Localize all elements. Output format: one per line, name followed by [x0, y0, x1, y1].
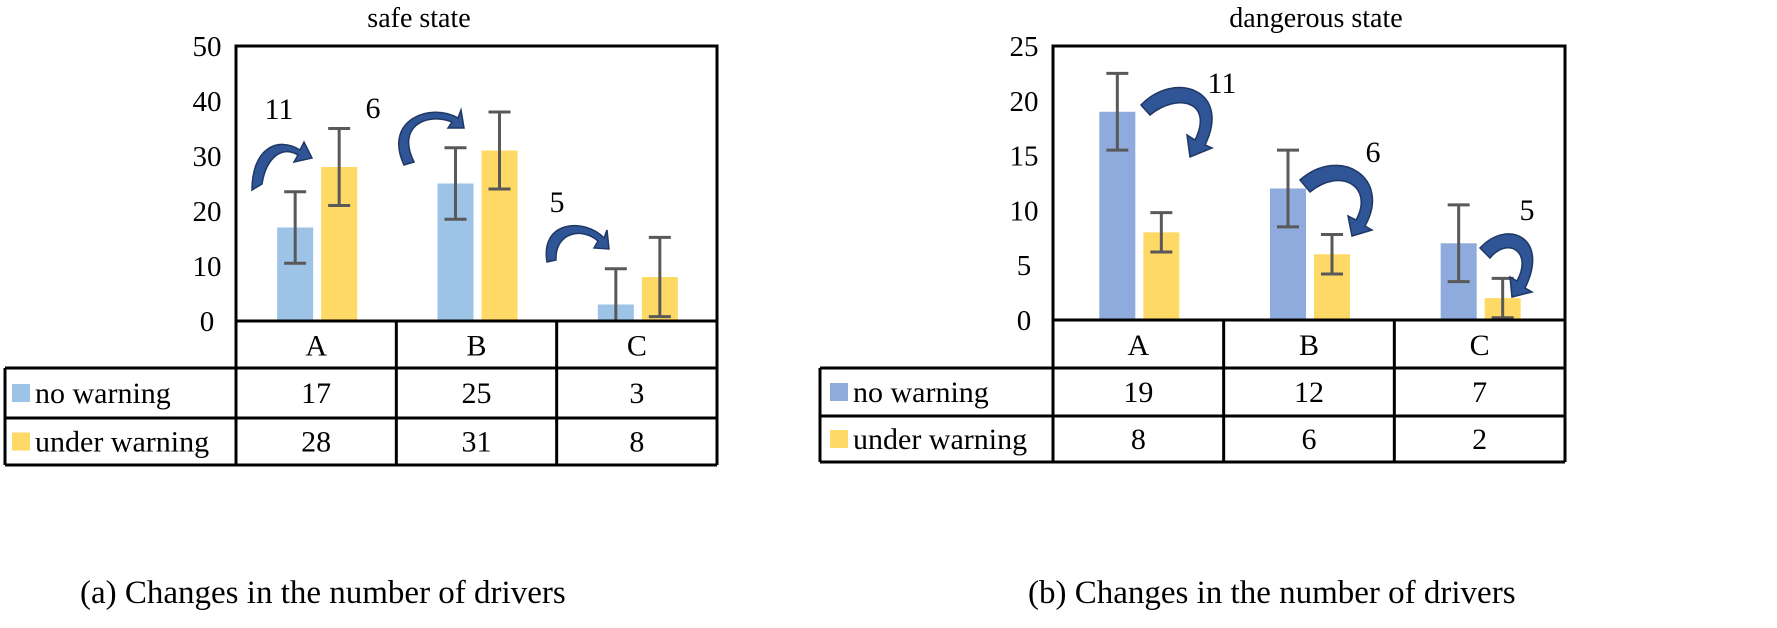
data-table-a: [3, 321, 719, 467]
chart-b-title: dangerous state: [1229, 3, 1402, 34]
annotation-b-0: 11: [1208, 67, 1237, 100]
legend-label-b-1: under warning: [853, 423, 1027, 456]
x-tick-label-a-B: B: [466, 330, 486, 363]
curved-arrow-b-2: [1478, 233, 1534, 298]
error-bar-a-1-1: [488, 110, 511, 191]
error-bar-b-0-0: [1106, 71, 1129, 152]
error-bar-b-0-1: [1277, 148, 1299, 229]
table-value-a-0-2: 3: [629, 377, 644, 410]
y-tick-label-a-1: 10: [193, 251, 222, 283]
y-tick-label-b-1: 5: [1017, 250, 1032, 282]
y-tick-label-b-2: 10: [1010, 195, 1039, 227]
curved-arrow-b-0: [1139, 86, 1214, 159]
plot-frame-b: [1051, 44, 1567, 322]
plot-frame-a: [234, 44, 719, 323]
curved-arrow-a-1: [398, 107, 465, 166]
legend-label-a-1: under warning: [35, 426, 209, 459]
table-value-b-0-0: 19: [1123, 376, 1153, 409]
legend-swatch-b-0: [830, 383, 848, 401]
curved-arrow-b-1: [1298, 164, 1374, 237]
data-table-b: [818, 320, 1567, 464]
chart-a-title: safe state: [367, 3, 470, 34]
curved-arrow-a-2: [545, 225, 610, 263]
table-value-a-1-0: 28: [301, 426, 331, 459]
legend-swatch-a-1: [12, 432, 30, 451]
x-tick-label-a-A: A: [305, 330, 327, 363]
error-bar-b-1-1: [1321, 233, 1343, 276]
table-value-b-1-2: 2: [1472, 423, 1487, 456]
y-tick-label-b-3: 15: [1010, 141, 1039, 173]
annotation-a-2: 5: [550, 186, 565, 219]
table-value-b-0-1: 12: [1294, 376, 1324, 409]
error-bar-a-0-1: [444, 146, 467, 221]
annotation-b-1: 6: [1366, 136, 1381, 169]
y-tick-label-a-3: 30: [193, 141, 222, 173]
curved-arrow-a-0: [251, 140, 314, 192]
table-value-a-0-0: 17: [301, 377, 331, 410]
y-tick-label-a-4: 40: [193, 86, 222, 118]
error-bar-a-0-0: [284, 190, 307, 265]
annotation-a-0: 11: [265, 93, 294, 126]
annotation-b-2: 5: [1520, 194, 1535, 227]
chart-b-caption: (b) Changes in the number of drivers: [1028, 575, 1516, 611]
error-bar-a-1-0: [328, 127, 351, 207]
y-tick-label-a-0: 0: [200, 306, 215, 338]
legend-label-b-0: no warning: [853, 376, 989, 409]
y-tick-label-a-5: 50: [193, 31, 222, 63]
x-tick-label-b-C: C: [1470, 329, 1490, 362]
legend-swatch-a-0: [12, 384, 30, 402]
table-value-b-0-2: 7: [1472, 376, 1487, 409]
annotation-a-1: 6: [366, 92, 381, 125]
x-tick-label-b-B: B: [1299, 329, 1319, 362]
x-tick-label-b-A: A: [1127, 329, 1149, 362]
y-tick-label-b-5: 25: [1010, 31, 1039, 63]
table-value-b-1-0: 8: [1131, 423, 1146, 456]
table-value-a-1-1: 31: [462, 426, 492, 459]
error-bar-b-0-2: [1447, 203, 1470, 284]
table-value-b-1-1: 6: [1302, 423, 1317, 456]
legend-swatch-b-1: [830, 430, 848, 448]
table-value-a-1-2: 8: [629, 426, 644, 459]
y-tick-label-a-2: 20: [193, 196, 222, 228]
y-tick-label-b-4: 20: [1010, 86, 1039, 118]
chart-a-caption: (a) Changes in the number of drivers: [80, 575, 566, 611]
error-bar-b-1-0: [1150, 211, 1173, 254]
error-bar-a-1-2: [648, 235, 671, 319]
legend-label-a-0: no warning: [35, 377, 171, 410]
y-tick-label-b-0: 0: [1017, 305, 1032, 337]
x-tick-label-a-C: C: [627, 330, 647, 363]
table-value-a-0-1: 25: [462, 377, 492, 410]
